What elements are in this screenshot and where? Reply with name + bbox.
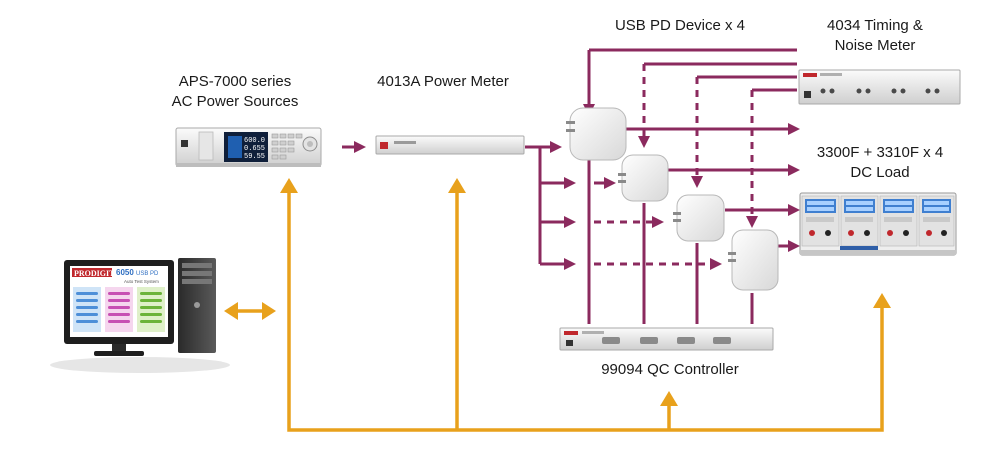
usb-pd-device-label: USB PD Device x 4 xyxy=(590,16,770,36)
timing-noise-meter-label-line-1: 4034 Timing & xyxy=(827,17,923,34)
power-meter xyxy=(375,135,525,155)
dc-load-label-line-2: DC Load xyxy=(850,164,910,181)
ac-display-frequency: 59.55 xyxy=(244,153,265,161)
control-bus xyxy=(236,190,884,432)
dc-load-label-line-1: 3300F + 3310F x 4 xyxy=(816,144,944,161)
screen-model-suffix: USB PD xyxy=(136,271,159,277)
ac-source-label-line-2: AC Power Sources xyxy=(171,93,299,110)
ac-display-voltage: 600.0 xyxy=(244,137,265,145)
usb-pd-device-2 xyxy=(618,154,669,202)
arrowhead-to-pc xyxy=(224,302,238,320)
qc-controller xyxy=(559,327,774,351)
usb-pd-device-4 xyxy=(728,229,779,291)
usb-pd-device-1 xyxy=(566,107,627,161)
control-arrowheads xyxy=(224,178,891,406)
qc-controller-label-line-1: 99094 QC Controller xyxy=(601,361,739,378)
screen-model: 6050 xyxy=(116,268,134,277)
dc-load-module-4 xyxy=(918,195,955,247)
arrowhead-to-power-meter xyxy=(448,178,466,193)
ac-power-source: 600.0 0.655 59.55 xyxy=(175,127,322,167)
dc-load-module-1 xyxy=(801,195,840,247)
control-bus-line xyxy=(287,190,884,432)
arrowhead-from-pc xyxy=(262,302,276,320)
signal-dashed-lines xyxy=(594,64,754,266)
dc-load-module-3 xyxy=(879,195,918,247)
pc-workstation: PRODIGIT 6050 USB PD Auto Test System xyxy=(50,258,230,373)
power-meter-label: 4013A Power Meter xyxy=(358,72,528,92)
dc-load xyxy=(799,192,957,256)
ac-source-label-line-1: APS-7000 series xyxy=(178,73,292,90)
dc-load-module-2 xyxy=(840,195,879,247)
screen-subtitle: Auto Test System xyxy=(124,279,159,284)
ac-display-current: 0.655 xyxy=(244,145,265,153)
usb-pd-device-label-line-1: USB PD Device x 4 xyxy=(614,17,746,34)
arrowhead-to-ac-source xyxy=(280,178,298,193)
screen-brand: PRODIGIT xyxy=(74,269,115,278)
signal-lines xyxy=(342,48,797,324)
ac-source-label: APS-7000 series AC Power Sources xyxy=(160,72,310,112)
signal-arrowheads xyxy=(354,104,800,270)
arrowhead-to-dc-load xyxy=(873,293,891,308)
usb-pd-device-3 xyxy=(673,194,725,242)
timing-noise-meter xyxy=(798,69,961,105)
dc-load-label: 3300F + 3310F x 4 DC Load xyxy=(795,143,965,183)
power-meter-label-line-1: 4013A Power Meter xyxy=(377,73,509,90)
timing-noise-meter-label-line-2: Noise Meter xyxy=(834,37,916,54)
arrowhead-to-qc-controller xyxy=(660,391,678,406)
qc-controller-label: 99094 QC Controller xyxy=(575,360,765,380)
timing-noise-meter-label: 4034 Timing & Noise Meter xyxy=(800,16,950,56)
